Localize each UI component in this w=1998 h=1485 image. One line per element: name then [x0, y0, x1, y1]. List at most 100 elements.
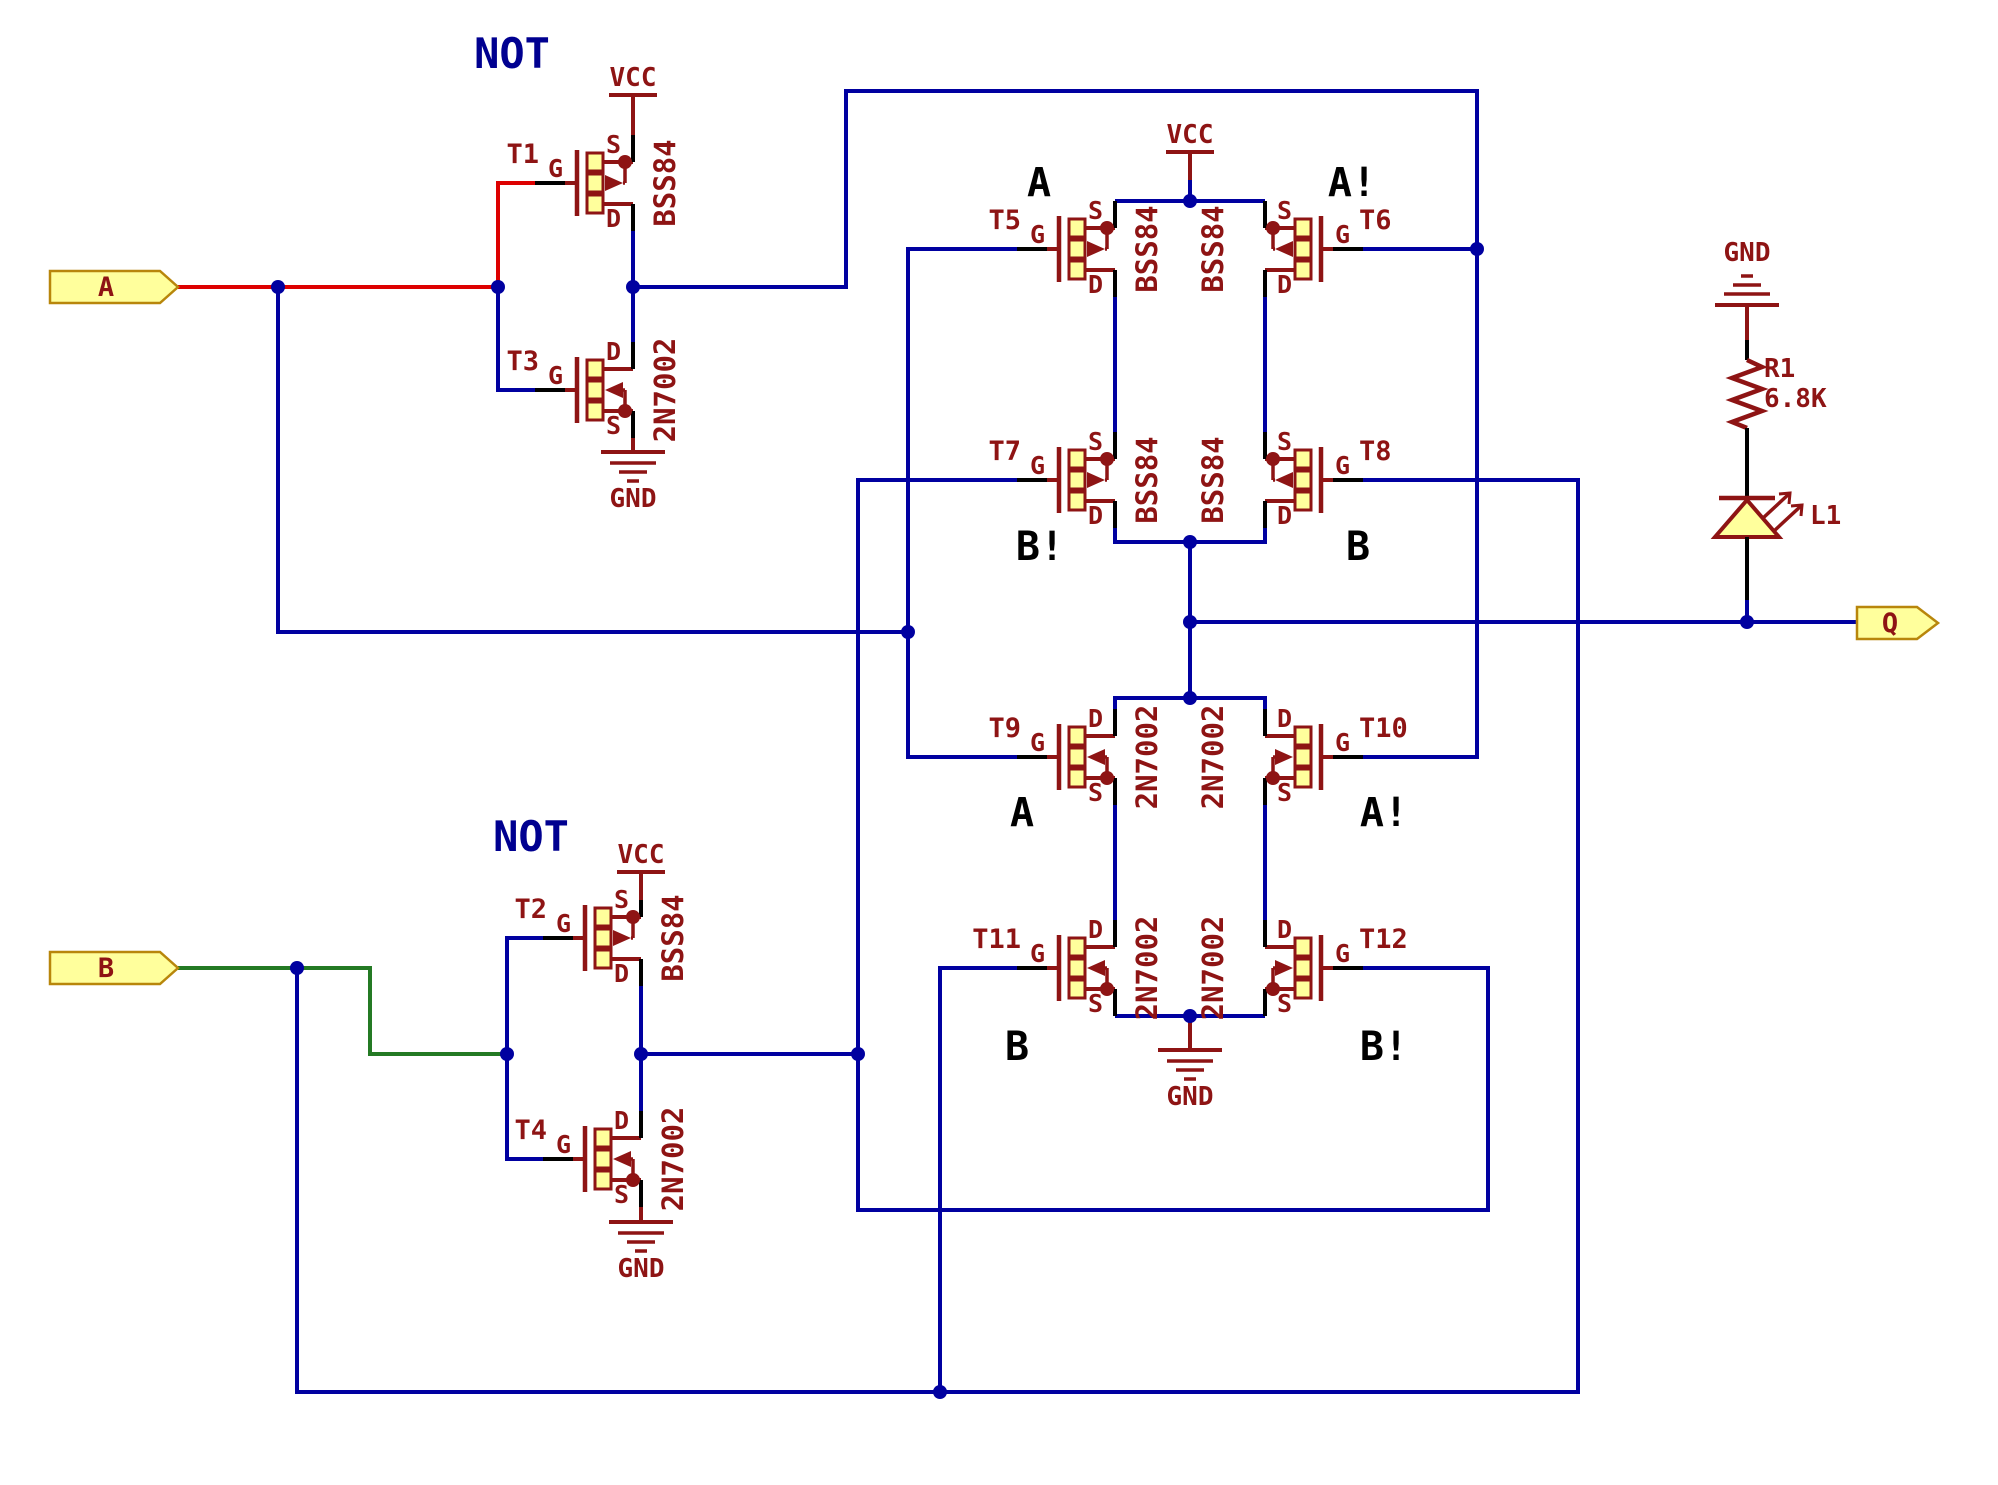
vcc-symbol[interactable]: VCC: [617, 840, 665, 900]
wire-net-q[interactable]: [1190, 528, 1267, 544]
gnd-label: GND: [618, 1254, 665, 1284]
bulk-dot: [618, 155, 632, 169]
pin-label-drain: D: [1088, 915, 1103, 944]
channel-segment: [1067, 746, 1087, 768]
transistor-ref: T6: [1359, 205, 1392, 236]
channel-segment: [1067, 490, 1087, 512]
bulk-dot: [626, 910, 640, 924]
junction-dot: [1740, 615, 1754, 629]
wire-net-q[interactable]: [1190, 696, 1267, 709]
wire-net-a[interactable]: [496, 287, 535, 392]
gnd-symbol-top[interactable]: GND: [1715, 238, 1779, 307]
transistor-ref: T9: [988, 713, 1021, 744]
vcc-symbol[interactable]: VCC: [1166, 120, 1214, 180]
channel-segment: [1293, 217, 1313, 239]
channel-segment: [1067, 469, 1087, 491]
pin-label-drain: D: [614, 1106, 629, 1135]
channel-segment: [1067, 978, 1087, 1000]
transistor-ref: T2: [514, 894, 547, 925]
resistor-value: 6.8K: [1764, 384, 1827, 414]
vcc-label: VCC: [610, 63, 657, 93]
channel-segment: [1293, 448, 1313, 470]
pin-label-gate: G: [1030, 451, 1045, 480]
wire-net-b[interactable]: [505, 936, 543, 1054]
transistor-part: 2N7002: [1130, 705, 1164, 810]
vcc-label: VCC: [618, 840, 665, 870]
led-L1[interactable]: L1: [1710, 491, 1841, 539]
wire-net-a[interactable]: [906, 247, 1017, 759]
led-arrowhead[interactable]: [1790, 503, 1804, 517]
junction-dot: [491, 280, 505, 294]
wire-net-q[interactable]: [1113, 696, 1190, 709]
channel-segment: [593, 906, 613, 928]
wire-net-a-not[interactable]: [633, 89, 1479, 759]
transistor-ref: T8: [1359, 436, 1392, 467]
junction-dot: [500, 1047, 514, 1061]
pin-label-gate: G: [1335, 728, 1350, 757]
wire-net-b[interactable]: [938, 966, 1017, 1392]
bulk-arrow: [605, 382, 623, 398]
wire-net-b[interactable]: [505, 1054, 543, 1161]
pin-label-drain: D: [1277, 501, 1292, 530]
channel-segment: [1067, 957, 1087, 979]
pin-label-source: S: [1088, 196, 1103, 225]
pin-label-source: S: [1277, 427, 1292, 456]
resistor-body[interactable]: [1725, 357, 1769, 431]
junctions: [271, 194, 1754, 1399]
transistor-ref: T1: [506, 139, 539, 170]
channel-segment: [593, 1169, 613, 1191]
gnd-label: GND: [610, 484, 657, 514]
wire-net-q[interactable]: [1113, 528, 1190, 544]
channel-segment: [1067, 259, 1087, 281]
transistor-part: BSS84: [1130, 205, 1164, 292]
channel-segment: [1067, 448, 1087, 470]
pin-label-gate: G: [1030, 939, 1045, 968]
wire-net-a[interactable]: [276, 287, 908, 634]
junction-dot: [1183, 194, 1197, 208]
resistor-R1[interactable]: R16.8K: [1725, 354, 1827, 431]
bulk-arrow: [605, 175, 623, 191]
bulk-dot: [1266, 221, 1280, 235]
channel-segment: [1293, 490, 1313, 512]
transistor-ref: T12: [1359, 924, 1408, 955]
gnd-symbol[interactable]: GND: [601, 450, 665, 514]
wire-net-b-not[interactable]: [856, 478, 1490, 1212]
pin-label-drain: D: [1277, 270, 1292, 299]
vcc-label: VCC: [1167, 120, 1214, 150]
led-arrowhead[interactable]: [1778, 491, 1792, 505]
channel-segment: [1293, 978, 1313, 1000]
input-flag-b-shape: [48, 950, 180, 986]
gnd-symbol[interactable]: GND: [1158, 1048, 1222, 1112]
channel-segment: [585, 193, 605, 215]
channel-segment: [585, 172, 605, 194]
gnd-symbol[interactable]: GND: [609, 1220, 673, 1284]
channel-segment: [1293, 767, 1313, 789]
vcc-symbol[interactable]: VCC: [609, 63, 657, 123]
input-flag-b[interactable]: B: [48, 950, 180, 986]
channel-segment: [1293, 238, 1313, 260]
wire-net-b[interactable]: [178, 966, 507, 1056]
wire-net-b[interactable]: [295, 478, 1580, 1394]
output-flag-q[interactable]: Q: [1855, 605, 1941, 641]
bulk-arrow: [1275, 960, 1293, 976]
pin-label-source: S: [1277, 196, 1292, 225]
input-flag-a[interactable]: A: [48, 269, 180, 305]
transistor-part: 2N7002: [1196, 705, 1230, 810]
channel-segment: [1067, 767, 1087, 789]
channel-segment: [1293, 469, 1313, 491]
wire-net-a[interactable]: [496, 181, 535, 287]
pin-label-source: S: [1277, 778, 1292, 807]
